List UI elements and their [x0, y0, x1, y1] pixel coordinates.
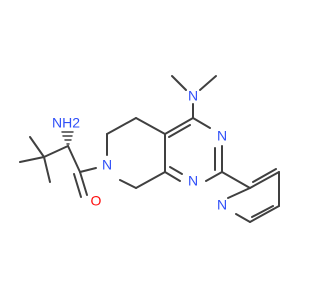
- bond-c8-c8a: [135, 171, 166, 189]
- molecule-structure: NH2 N N N N O N: [19, 75, 280, 223]
- bond-carbonyl-calpha: [67, 145, 81, 173]
- bond-nme-methyl-right: [199, 75, 217, 91]
- bond-c4-n3: [192, 117, 211, 129]
- bond-py-c4-c5-double: [251, 205, 274, 218]
- bond-n7-c8: [119, 179, 137, 189]
- bond-c2-n1: [205, 171, 223, 182]
- atom-pyrimidine-n1: N: [188, 173, 198, 189]
- bond-py-c2-c3-double: [252, 168, 277, 183]
- atom-carbonyl-o: O: [91, 193, 102, 209]
- atom-pyrimidine-n3: N: [217, 128, 227, 144]
- bond-c-o: [79, 171, 88, 196]
- bond-n7-carbonyl: [79, 167, 97, 173]
- bond-n1-c8a-double: [169, 166, 183, 175]
- molecule-canvas: NH2 N N N N O N: [19, 75, 280, 223]
- bond-tbu-methyl-left: [19, 156, 45, 163]
- atom-dimethylamino-n: N: [188, 88, 198, 104]
- bond-tbu-methyl-bottom: [43, 156, 51, 183]
- atom-nh2: NH2: [52, 115, 80, 131]
- bond-c4-c4a: [164, 117, 194, 135]
- bond-py-c5-c6: [235, 213, 251, 223]
- bond-c2-pyridine: [221, 171, 251, 189]
- bond-nme-methyl-left: [171, 75, 187, 91]
- bond-py-c2-c3: [249, 171, 280, 189]
- bond-c4-c4a-double: [168, 124, 191, 138]
- atom-pyridine-n: N: [217, 197, 227, 213]
- bond-calpha-tbu: [43, 145, 69, 158]
- bond-c4a-c5: [135, 117, 166, 135]
- bond-n1-c8a: [164, 171, 181, 182]
- bond-c-o-double: [73, 173, 82, 198]
- bond-c5-c6: [106, 117, 137, 135]
- bond-py-c4-c5: [249, 205, 280, 223]
- bond-tbu-methyl-top: [29, 136, 45, 158]
- bond-py-n-c2: [227, 187, 251, 199]
- stereo-hash-wedge: [61, 131, 74, 145]
- atom-ring-n7: N: [102, 157, 112, 173]
